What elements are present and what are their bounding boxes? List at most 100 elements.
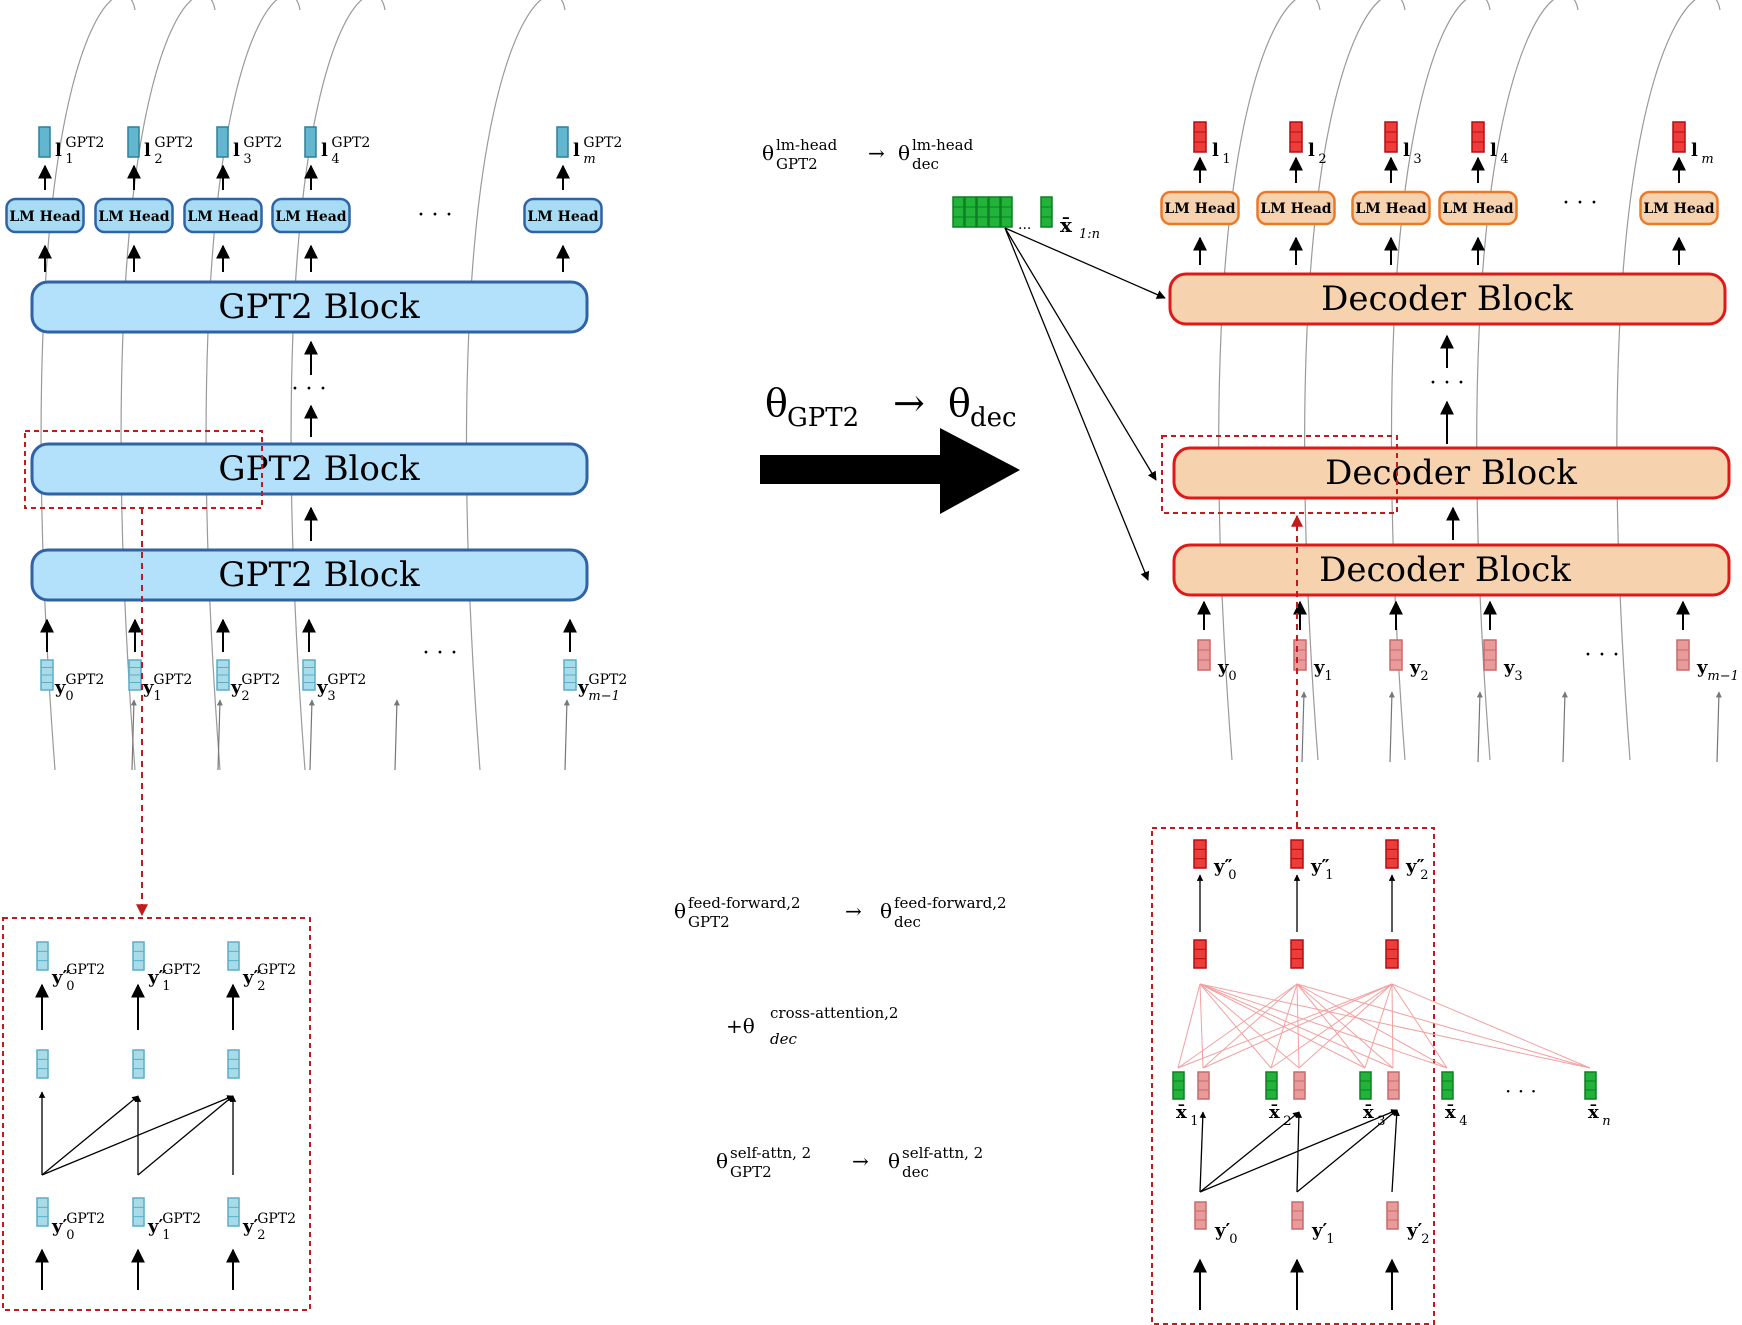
svg-text:GPT2: GPT2 bbox=[776, 155, 818, 173]
decoder-logit-vector bbox=[1672, 121, 1686, 153]
gpt2-block-bottom bbox=[30, 548, 589, 602]
decoder-zoom-encoder-label: x̄1 bbox=[1176, 1102, 1198, 1129]
gpt2-lm-head bbox=[94, 197, 174, 234]
svg-text:GPT2: GPT2 bbox=[327, 672, 366, 688]
decoder-zoom-encoder-label: x̄3 bbox=[1363, 1102, 1385, 1129]
svg-text:1: 1 bbox=[162, 979, 170, 994]
encoder-vector bbox=[988, 196, 1001, 228]
svg-text:1: 1 bbox=[65, 152, 73, 167]
svg-text:y″: y″ bbox=[1405, 856, 1425, 877]
decoder-lm-head bbox=[1438, 190, 1518, 226]
decoder-zoom-input-vector bbox=[1386, 1201, 1399, 1230]
svg-text:dec: dec bbox=[970, 403, 1017, 433]
svg-text:0: 0 bbox=[1228, 868, 1236, 883]
self-attention-mapping: θ self-attn, 2 GPT2 → θ self-attn, 2 dec bbox=[716, 1144, 983, 1181]
svg-text:GPT2: GPT2 bbox=[588, 672, 627, 688]
svg-text:→: → bbox=[845, 899, 862, 923]
gpt2-lm-head-label: LM Head bbox=[98, 209, 169, 225]
svg-text:y: y bbox=[230, 677, 242, 698]
svg-text:y″: y″ bbox=[1310, 856, 1330, 877]
gpt2-highlight-box bbox=[24, 430, 263, 509]
encoder-vector bbox=[1040, 196, 1053, 228]
decoder-input-vector bbox=[1676, 639, 1690, 671]
decoder-zoom-encoder-label: x̄2 bbox=[1269, 1102, 1291, 1129]
gpt2-input-vector bbox=[128, 659, 142, 691]
svg-text:GPT2: GPT2 bbox=[688, 913, 730, 931]
svg-text:0: 0 bbox=[66, 1228, 74, 1243]
decoder-logit-vector bbox=[1193, 121, 1207, 153]
decoder-zoom-input-vector bbox=[1194, 1201, 1207, 1230]
decoder-zoom-attn-vector bbox=[1293, 1071, 1306, 1100]
svg-text:n: n bbox=[1602, 1114, 1610, 1129]
decoder-logit-vector bbox=[1289, 121, 1303, 153]
svg-text:m: m bbox=[1701, 152, 1713, 167]
gpt2-block-middle-label: GPT2 Block bbox=[218, 449, 420, 489]
svg-text:y′: y′ bbox=[51, 1216, 67, 1237]
svg-text:m−1: m−1 bbox=[588, 689, 620, 704]
svg-text:l: l bbox=[1403, 140, 1410, 161]
gpt2-zoom-hidden-vector bbox=[132, 1049, 145, 1079]
loop-return-arrow bbox=[130, 699, 137, 771]
decoder-zoom-encoder-vector bbox=[1584, 1071, 1597, 1100]
loop-return-arrow bbox=[1715, 691, 1722, 763]
gpt2-logit-vector bbox=[304, 126, 317, 158]
svg-text:y: y bbox=[1696, 657, 1708, 678]
encoder-vector bbox=[952, 196, 965, 228]
cross-attention-lines bbox=[1177, 983, 1591, 1069]
svg-text:dec: dec bbox=[894, 913, 921, 931]
svg-text:GPT2: GPT2 bbox=[257, 1211, 296, 1227]
gpt2-lm-head-label: LM Head bbox=[187, 209, 258, 225]
gpt2-lm-head-label: LM Head bbox=[527, 209, 598, 225]
decoder-lm-head bbox=[1256, 190, 1336, 226]
svg-text:l: l bbox=[233, 140, 240, 161]
svg-text:GPT2: GPT2 bbox=[257, 962, 296, 978]
gpt2-input-vector bbox=[216, 659, 230, 691]
svg-text:y: y bbox=[142, 677, 154, 698]
svg-text:→: → bbox=[868, 141, 885, 165]
gpt2-lm-head bbox=[271, 197, 351, 234]
gpt2-zoom-input-vector bbox=[132, 1197, 145, 1227]
svg-text:2: 2 bbox=[1420, 868, 1428, 883]
decoder-zoom-output-vector bbox=[1385, 839, 1399, 869]
svg-text:y: y bbox=[1503, 657, 1515, 678]
gpt2-logit-vector bbox=[38, 126, 51, 158]
decoder-zoom-input-label: y′0 bbox=[1214, 1220, 1237, 1247]
svg-text:GPT2: GPT2 bbox=[65, 672, 104, 688]
decoder-input-vector bbox=[1197, 639, 1211, 671]
encoder-to-decoder-arrow bbox=[1004, 227, 1157, 481]
loop-return-arrow bbox=[216, 699, 223, 771]
decoder-block-top bbox=[1168, 272, 1727, 326]
decoder-logit-vector bbox=[1384, 121, 1398, 153]
svg-text:2: 2 bbox=[1420, 669, 1428, 684]
svg-text:l: l bbox=[55, 140, 62, 161]
decoder-input-dots: · · · bbox=[1585, 643, 1620, 668]
svg-text:lm-head: lm-head bbox=[776, 136, 838, 154]
svg-text:y: y bbox=[54, 677, 66, 698]
gpt2-input-vector bbox=[302, 659, 316, 691]
gpt2-zoom-input-vector bbox=[36, 1197, 49, 1227]
svg-text:2: 2 bbox=[1421, 1232, 1429, 1247]
decoder-zoom-output-vector bbox=[1290, 839, 1304, 869]
svg-text:GPT2: GPT2 bbox=[162, 1211, 201, 1227]
decoder-zoom-encoder-vector bbox=[1359, 1071, 1372, 1100]
svg-text:GPT2: GPT2 bbox=[66, 1211, 105, 1227]
decoder-stack-dots: · · · bbox=[1430, 371, 1465, 396]
gpt2-input-vector bbox=[563, 659, 577, 691]
svg-text:l: l bbox=[1308, 140, 1315, 161]
feed-forward-mapping: θ feed-forward,2 GPT2 → θ feed-forward,2… bbox=[674, 894, 1007, 931]
svg-text:3: 3 bbox=[243, 152, 251, 167]
svg-text:self-attn, 2: self-attn, 2 bbox=[730, 1144, 811, 1162]
svg-text:l: l bbox=[321, 140, 328, 161]
decoder-block-bottom-label: Decoder Block bbox=[1319, 550, 1571, 590]
svg-text:4: 4 bbox=[331, 152, 339, 167]
loop-curve bbox=[40, 0, 136, 771]
